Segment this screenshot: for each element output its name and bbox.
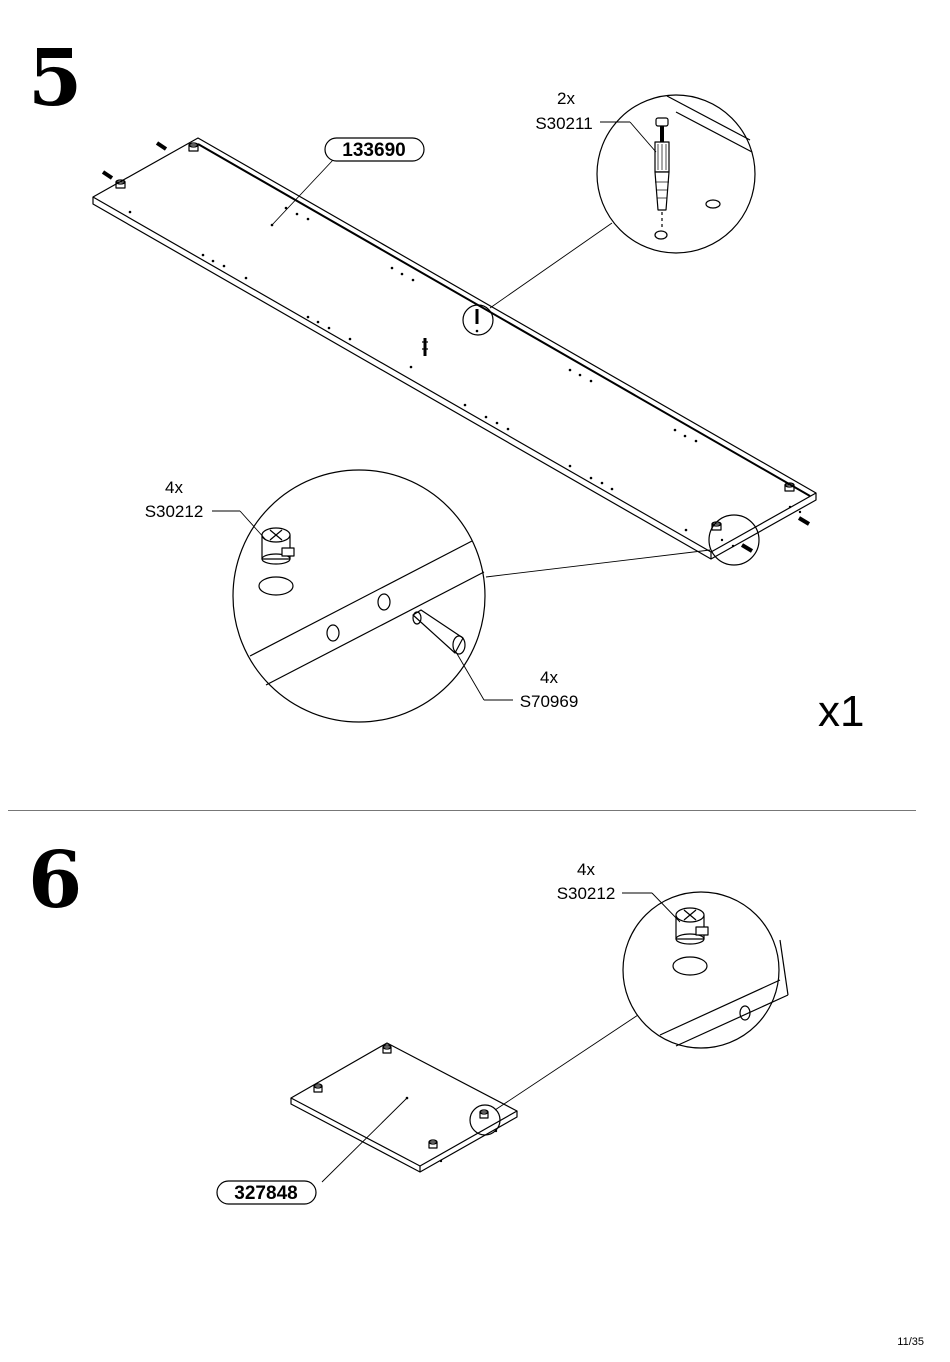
leader-cam-detail xyxy=(485,549,711,578)
cam-fittings-on-panel xyxy=(115,142,795,531)
callout-count-s30212-6: 4x xyxy=(577,860,595,879)
panel-327848 xyxy=(290,1042,518,1173)
step-5-number: 5 xyxy=(28,33,82,124)
dowels-on-panel xyxy=(101,141,811,553)
callout-count-s30212: 4x xyxy=(165,478,183,497)
callout-code-s30212: S30212 xyxy=(145,502,204,521)
callout-count-s70969: 4x xyxy=(540,668,558,687)
cam-s30212-icon xyxy=(258,527,295,596)
connector-bolts-on-panel xyxy=(422,309,479,356)
cam-fittings-on-panel-6 xyxy=(313,1044,489,1149)
bolt-s30211-icon xyxy=(654,117,670,230)
detail-circle-bolt xyxy=(596,94,756,254)
callout-count-s30211: 2x xyxy=(557,89,575,108)
part-id-pill-133690 xyxy=(324,137,425,162)
detail-marker-cam-6 xyxy=(469,1104,501,1136)
leader-133690 xyxy=(271,159,334,226)
detail-circle-cam-6 xyxy=(622,891,789,1049)
leader-327848 xyxy=(321,1097,408,1183)
callout-code-s30211: S30211 xyxy=(535,114,592,133)
callout-code-s30212-6: S30212 xyxy=(557,884,616,903)
page-number: 11/35 xyxy=(897,1336,924,1348)
step-divider xyxy=(8,810,916,811)
part-id-133690: 133690 xyxy=(342,140,405,161)
leader-cam-detail-6 xyxy=(494,1012,642,1111)
step-6-number: 6 xyxy=(28,835,82,926)
step-5-quantity: x1 xyxy=(818,687,865,736)
cam-s30212-icon-6 xyxy=(675,907,709,945)
leader-bolt-detail xyxy=(489,222,613,309)
panel-holes xyxy=(128,206,802,548)
dowel-s70969-icon xyxy=(412,609,466,655)
callout-code-s70969: S70969 xyxy=(520,692,579,711)
panel-133690 xyxy=(92,137,817,560)
part-id-pill-327848 xyxy=(216,1180,317,1205)
detail-marker-cam xyxy=(708,514,760,566)
detail-circle-cam-dowel xyxy=(212,469,513,723)
part-id-327848: 327848 xyxy=(234,1183,297,1204)
detail-marker-bolt xyxy=(462,304,494,336)
